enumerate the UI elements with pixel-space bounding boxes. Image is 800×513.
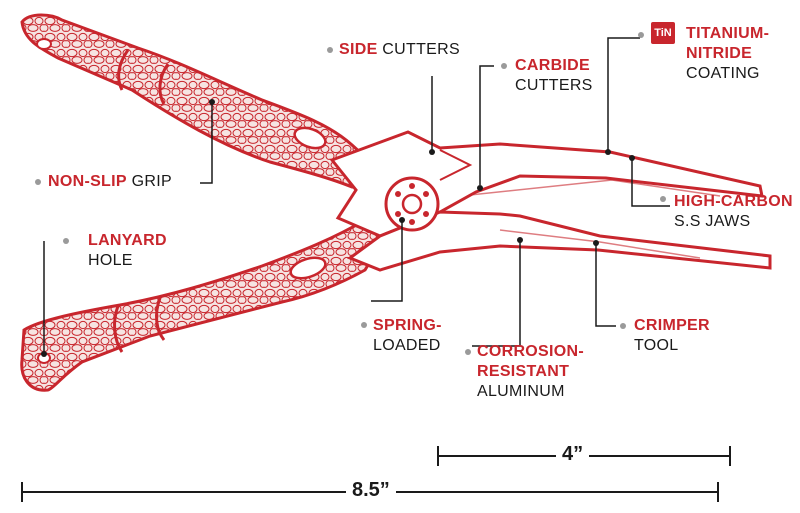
tin-logo-badge: TiN xyxy=(651,22,675,44)
crimper-line1: CRIMPER xyxy=(634,317,710,334)
non-slip-label: NON-SLIP GRIP xyxy=(48,172,172,192)
titanium-label: TITANIUM- NITRIDE COATING xyxy=(686,24,769,84)
lanyard-label: LANYARD HOLE xyxy=(88,231,167,271)
corrosion-label: CORROSION- RESISTANT ALUMINUM xyxy=(477,342,584,402)
carbide-dot xyxy=(501,63,507,69)
leader-lines xyxy=(43,37,670,352)
upper-handle xyxy=(20,13,375,189)
spring-dot xyxy=(361,322,367,328)
spring-line2: LOADED xyxy=(373,337,441,354)
high-carbon-label: HIGH-CARBON S.S JAWS xyxy=(674,192,793,232)
leader-dots xyxy=(41,99,635,357)
spring-label: SPRING- LOADED xyxy=(373,316,442,356)
carbide-line2: CUTTERS xyxy=(515,77,593,94)
corrosion-line3: ALUMINUM xyxy=(477,383,565,400)
spring-line1: SPRING- xyxy=(373,317,442,334)
side-cutters-label: SIDE CUTTERS xyxy=(339,40,460,60)
non-slip-highlight: NON-SLIP xyxy=(48,173,127,190)
pliers-body xyxy=(329,130,772,272)
non-slip-plain: GRIP xyxy=(131,173,172,190)
titanium-line3: COATING xyxy=(686,65,760,82)
jaw-length-dimension: 4” xyxy=(556,443,590,466)
corrosion-dot xyxy=(465,349,471,355)
corrosion-line2: RESISTANT xyxy=(477,363,570,380)
total-length-dimension: 8.5” xyxy=(346,479,396,502)
crimper-dot xyxy=(620,323,626,329)
high-carbon-line2: S.S JAWS xyxy=(674,213,751,230)
carbide-line1: CARBIDE xyxy=(515,57,590,74)
crimper-line2: TOOL xyxy=(634,337,679,354)
side-cutters-dot xyxy=(327,47,333,53)
high-carbon-dot xyxy=(660,196,666,202)
non-slip-dot xyxy=(35,179,41,185)
lanyard-line1: LANYARD xyxy=(88,232,167,249)
carbide-label: CARBIDE CUTTERS xyxy=(515,56,593,96)
crimper-label: CRIMPER TOOL xyxy=(634,316,710,356)
high-carbon-line1: HIGH-CARBON xyxy=(674,193,793,210)
side-cutters-highlight: SIDE xyxy=(339,41,378,58)
lower-handle xyxy=(20,218,384,392)
corrosion-line1: CORROSION- xyxy=(477,343,584,360)
titanium-line2: NITRIDE xyxy=(686,45,753,62)
pivot-spring xyxy=(384,176,440,232)
lanyard-line2: HOLE xyxy=(88,252,133,269)
titanium-dot xyxy=(638,32,644,38)
titanium-line1: TITANIUM- xyxy=(686,25,770,42)
side-cutters-plain: CUTTERS xyxy=(382,41,460,58)
lanyard-dot xyxy=(63,238,69,244)
